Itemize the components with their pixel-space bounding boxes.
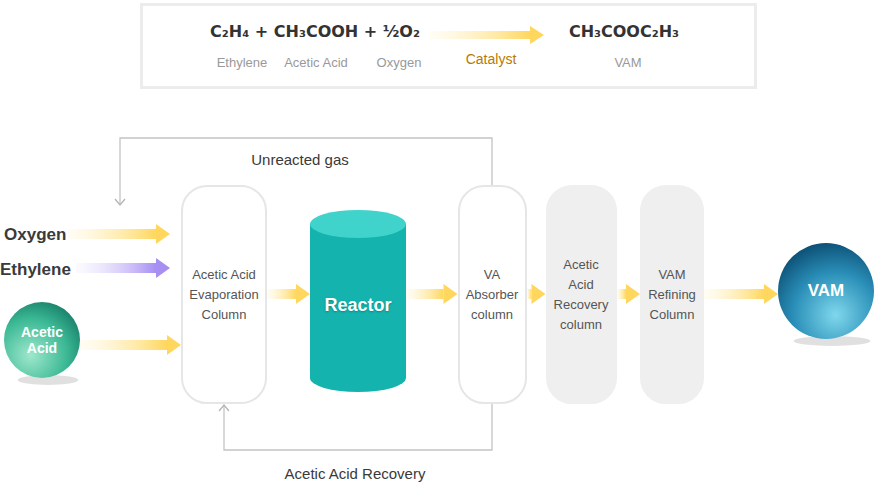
formula: CH₃COOC₂H₃ bbox=[569, 22, 679, 41]
feed-arrow bbox=[76, 258, 170, 278]
formula-caption: Ethylene bbox=[217, 55, 268, 70]
connector bbox=[704, 284, 778, 304]
return-line bbox=[120, 138, 492, 205]
formula-caption: VAM bbox=[614, 55, 641, 70]
arrow-shaft bbox=[617, 289, 627, 299]
sphere-body bbox=[778, 243, 874, 339]
catalyst-arrow bbox=[143, 6, 754, 86]
arrow-shaft bbox=[704, 289, 764, 299]
sphere-body bbox=[4, 302, 80, 378]
arrow-head bbox=[296, 284, 310, 304]
process-column: Acetic Acid Recovery column bbox=[546, 185, 617, 404]
arrow-head bbox=[167, 335, 181, 355]
connector bbox=[406, 284, 458, 304]
column-label: VAM Refining Column bbox=[642, 265, 702, 325]
connector bbox=[527, 284, 546, 304]
process-column: VA Absorber column bbox=[458, 185, 527, 404]
formula-caption: Oxygen bbox=[377, 55, 422, 70]
arrow-head bbox=[532, 284, 546, 304]
column-label: Acetic Acid Recovery column bbox=[548, 255, 615, 335]
formula-caption: Catalyst bbox=[466, 51, 517, 67]
connector bbox=[267, 284, 310, 304]
arrow-head bbox=[219, 405, 229, 411]
cylinder-top bbox=[310, 210, 406, 238]
reactor-label: Reactor bbox=[324, 295, 391, 316]
equation-frame: C₂H₄ + CH₃COOH + ½O₂ Ethylene Acetic Acid O… bbox=[140, 3, 757, 89]
arrow-head bbox=[115, 199, 125, 205]
feed-label: Ethylene bbox=[0, 260, 71, 280]
connector bbox=[617, 284, 641, 304]
formula-caption: Acetic Acid bbox=[284, 55, 348, 70]
feed-circle: Acetic Acid bbox=[4, 302, 80, 378]
arrow-shaft bbox=[80, 340, 167, 350]
connector bbox=[80, 335, 181, 355]
arrow-head bbox=[444, 284, 458, 304]
formula: C₂H₄ + CH₃COOH + ½O₂ bbox=[210, 22, 420, 41]
feed-arrow bbox=[68, 224, 170, 244]
reactor-vessel: Reactor bbox=[310, 210, 406, 392]
cylinder-body bbox=[310, 224, 406, 392]
process-column: Acetic Acid Evaporation Column bbox=[181, 185, 267, 404]
arrow-shaft bbox=[267, 289, 296, 299]
column-label: Acetic Acid Evaporation Column bbox=[183, 265, 265, 325]
arrow-shaft bbox=[430, 31, 530, 39]
feed-circle: VAM bbox=[778, 243, 874, 339]
edge-label: Unreacted gas bbox=[248, 151, 352, 168]
circle-label: VAM bbox=[783, 281, 869, 301]
arrow-head bbox=[626, 284, 640, 304]
connector bbox=[115, 138, 492, 205]
feed-label: Oxygen bbox=[4, 225, 66, 245]
circle-label: Acetic Acid bbox=[9, 324, 75, 356]
edge-label: Acetic Acid Recovery bbox=[282, 465, 429, 482]
arrow-shaft bbox=[527, 289, 532, 299]
return-line bbox=[224, 404, 492, 450]
connector bbox=[219, 404, 492, 450]
arrow-head bbox=[530, 26, 544, 44]
column-label: VA Absorber column bbox=[460, 265, 525, 325]
process-column: VAM Refining Column bbox=[640, 185, 704, 404]
arrow-head bbox=[764, 284, 778, 304]
arrow-shaft bbox=[406, 289, 444, 299]
